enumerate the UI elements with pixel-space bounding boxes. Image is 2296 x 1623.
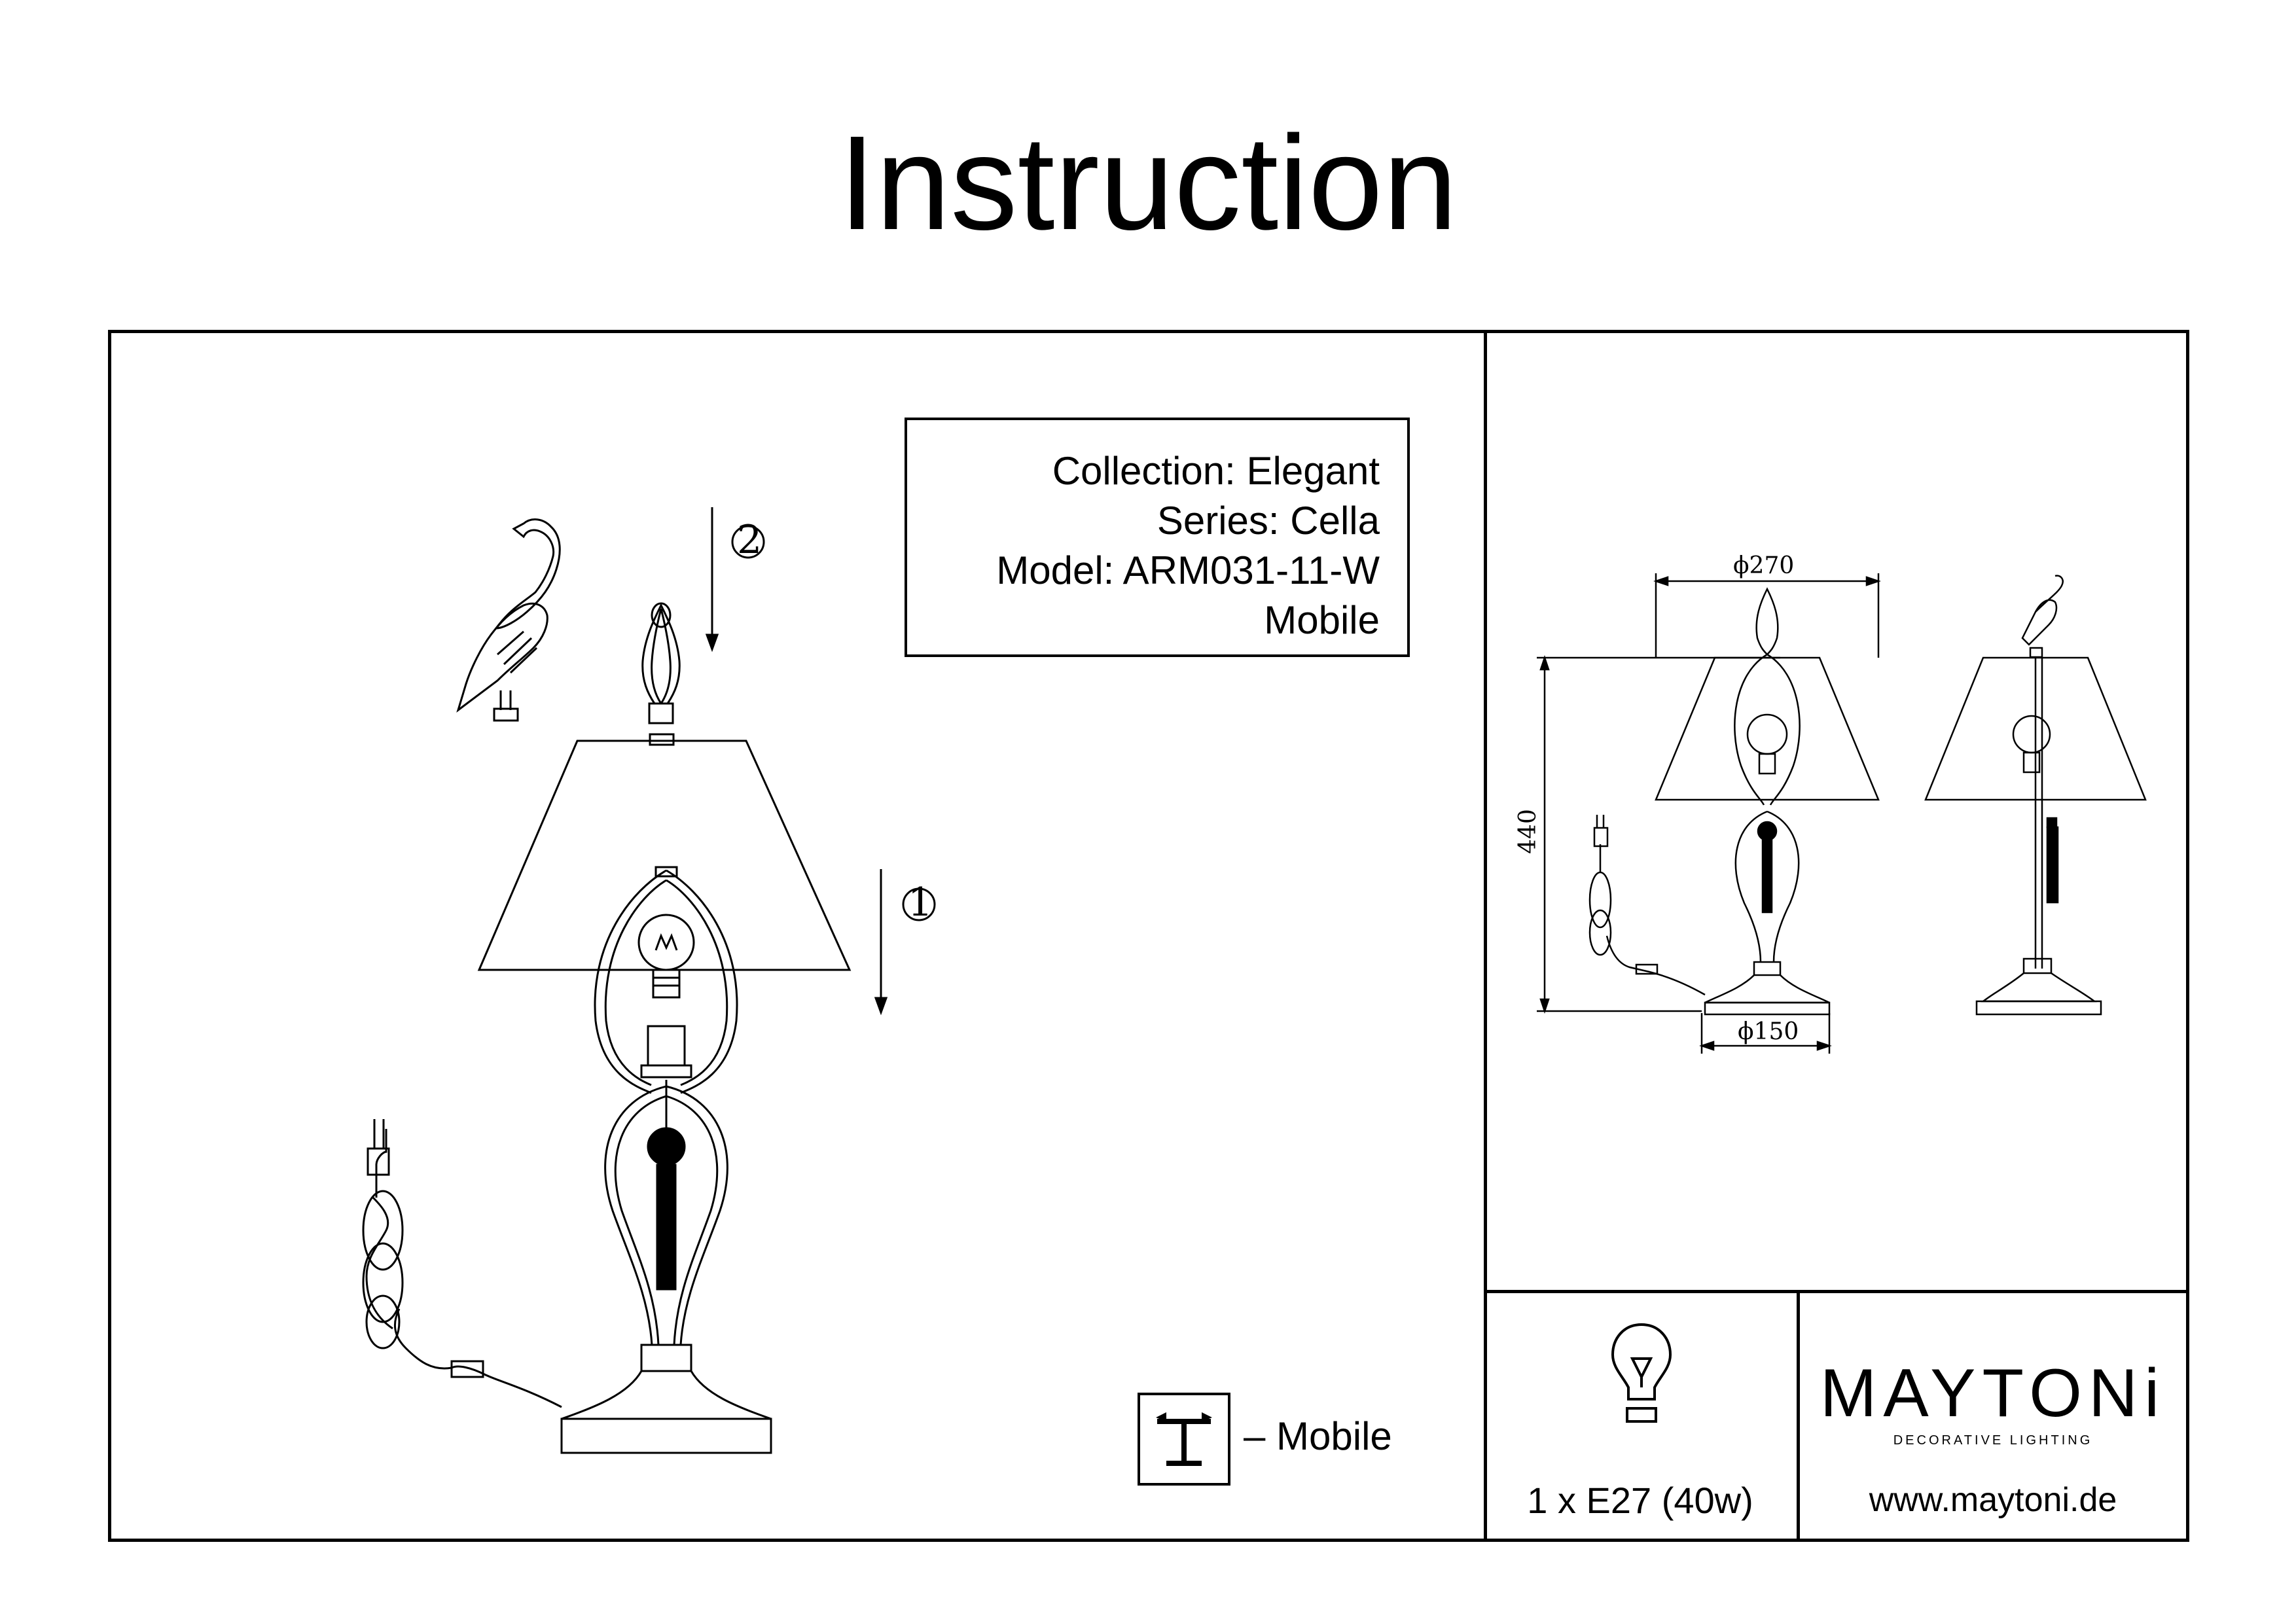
page-title: Instruction (838, 108, 1458, 258)
pendant-tassel (656, 1164, 677, 1291)
bird-side-icon (456, 518, 561, 722)
type-label: Mobile (1264, 598, 1380, 642)
model-label: Model: ARM031-11-W (996, 548, 1380, 592)
bulb-spec-label: 1 x E27 (40w) (1527, 1480, 1753, 1521)
mobile-legend-label: – Mobile (1244, 1414, 1392, 1458)
side-view-lamp (1924, 575, 2147, 1016)
divider-vertical-footer (1797, 1290, 1800, 1539)
lamp-upper-frame (594, 866, 738, 1094)
divider-vertical-main (1484, 333, 1487, 1539)
front-view-lamp (1588, 587, 1880, 1016)
shade-diameter-label: ϕ270 (1733, 552, 1795, 579)
lamp-lower-frame (604, 1085, 728, 1346)
power-plug-icon (367, 1147, 390, 1176)
power-cable (362, 1119, 562, 1408)
light-bulb-icon (1611, 1323, 1672, 1423)
step-1-label: 1 (908, 880, 933, 925)
step-1-circle (902, 887, 936, 921)
height-label: 440 (1514, 809, 1541, 854)
step-2-circle (731, 525, 765, 559)
base-diameter-label: ϕ150 (1738, 1018, 1799, 1045)
bird-front-icon (641, 602, 681, 724)
lampshade (477, 733, 852, 971)
mobile-lamp-icon (1138, 1393, 1230, 1486)
lamp-base (560, 1344, 772, 1454)
brand-logo: MAYTONi (1820, 1355, 2166, 1431)
cable-switch (450, 1360, 484, 1378)
brand-tagline: DECORATIVE LIGHTING (1893, 1433, 2093, 1448)
series-label: Series: Cella (1157, 499, 1380, 543)
step-2-label: 2 (737, 517, 762, 563)
website-link[interactable]: www.maytoni.de (1869, 1481, 2117, 1519)
divider-horizontal-footer (1484, 1290, 2186, 1293)
instruction-frame (108, 330, 2189, 1542)
collection-label: Collection: Elegant (1052, 449, 1380, 493)
product-info-box: Collection: Elegant Series: Cella Model:… (905, 418, 1410, 657)
light-bulb (637, 914, 695, 999)
